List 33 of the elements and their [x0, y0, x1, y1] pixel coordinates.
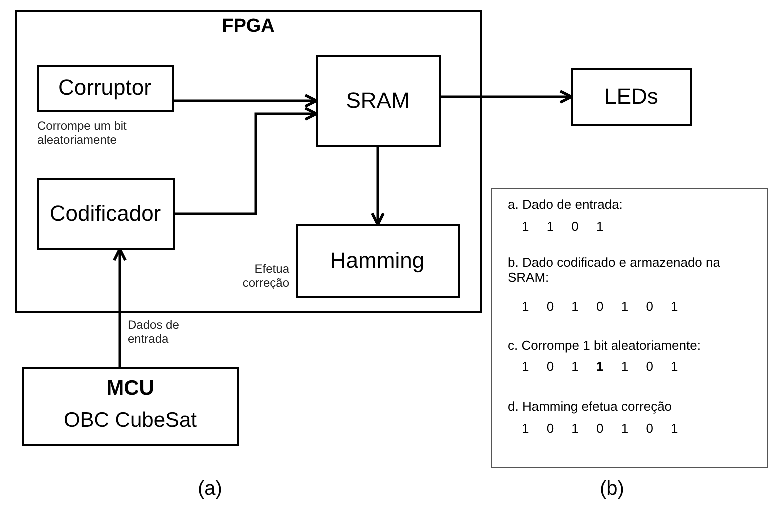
box-label: Hamming — [329, 248, 426, 274]
box-label: SRAM — [345, 88, 411, 114]
arrow — [441, 90, 574, 104]
process-box — [36, 64, 174, 112]
annotation: Corrompe um bit aleatoriamente — [38, 118, 128, 148]
box-title: MCU — [106, 377, 156, 401]
example-panel — [491, 188, 768, 468]
box-label: Corruptor — [58, 75, 152, 101]
process-box — [36, 178, 174, 250]
annotation: Efetua correção — [242, 262, 290, 290]
controller-box — [22, 367, 239, 446]
arrow — [174, 94, 318, 108]
step-text: b. Dado codificado e armazenado na SRAM: — [508, 255, 722, 285]
panel-label: (b) — [600, 478, 624, 501]
bit-sequence: 1 1 0 1 — [522, 219, 604, 234]
bit-sequence: 1 0 1 0 1 0 1 — [522, 299, 678, 314]
arrow — [371, 147, 385, 226]
box-subtitle: OBC CubeSat — [62, 409, 198, 433]
bit-sequence: 1 0 1 1 1 0 1 — [522, 359, 678, 374]
fpga-container — [15, 10, 482, 313]
container-title: FPGA — [221, 16, 276, 38]
box-label: Codificador — [48, 200, 162, 226]
process-box — [296, 224, 460, 298]
step-text: d. Hamming efetua correção — [508, 399, 672, 414]
panel-label: (a) — [198, 478, 222, 501]
box-label: LEDs — [604, 84, 660, 110]
arrow — [113, 248, 127, 367]
bit-sequence: 1 0 1 0 1 0 1 — [522, 421, 678, 436]
arrow — [175, 107, 318, 216]
step-text: c. Corrompe 1 bit aleatoriamente: — [508, 338, 701, 353]
memory-box — [316, 54, 440, 146]
output-box — [571, 68, 692, 126]
step-text: a. Dado de entrada: — [508, 197, 623, 212]
